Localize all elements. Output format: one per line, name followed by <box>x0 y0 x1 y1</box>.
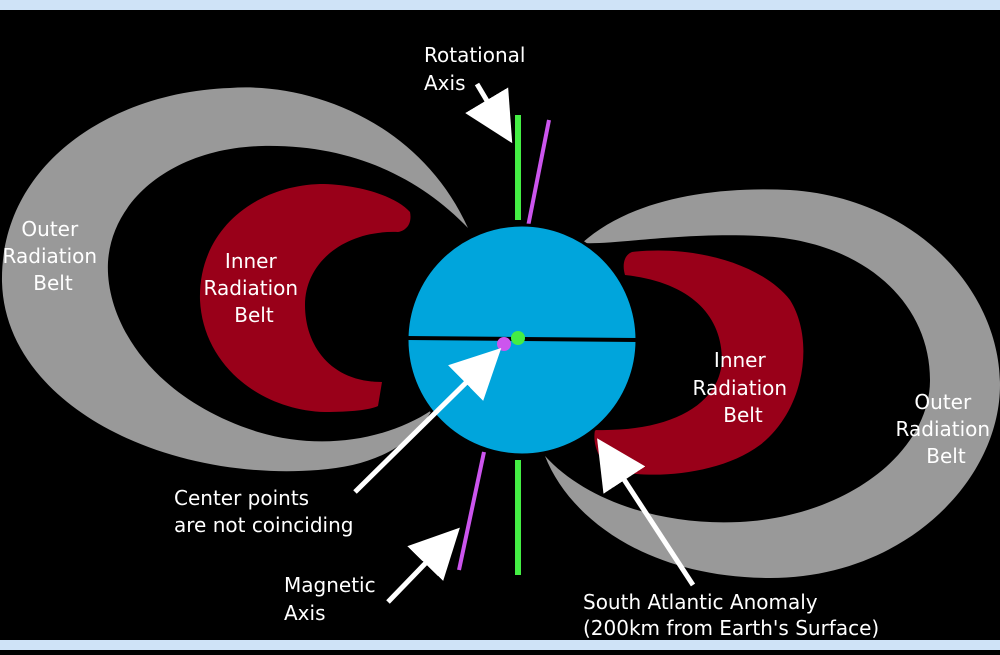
label-center-points: Center points are not coinciding <box>174 486 353 537</box>
top-frame-bar <box>0 0 1000 10</box>
label-inner-belt-right: Inner Radiation Belt <box>693 348 794 427</box>
inner-belt-right <box>594 250 804 475</box>
arrow-south-atlantic-anomaly <box>597 438 696 587</box>
arrow-magnetic-axis <box>386 527 460 604</box>
label-rotational-axis: Rotational Axis <box>424 43 532 95</box>
outer-belt-left <box>1 87 468 472</box>
magnetic-axis-bottom <box>457 451 486 571</box>
outer-belt-right <box>545 189 1000 578</box>
label-south-atlantic-anomaly: South Atlantic Anomaly (200km from Earth… <box>583 590 879 640</box>
bottom-frame-bar <box>0 640 1000 650</box>
rotational-center-point <box>511 331 525 345</box>
label-inner-belt-left: Inner Radiation Belt <box>204 249 305 327</box>
label-outer-belt-right: Outer Radiation Belt <box>896 390 997 468</box>
label-outer-belt-left: Outer Radiation Belt <box>3 217 104 295</box>
arrow-rotational-axis <box>465 82 513 144</box>
label-magnetic-axis: Magnetic Axis <box>284 573 382 625</box>
arrow-center-points <box>353 347 502 494</box>
inner-belt-left <box>199 184 411 412</box>
magnetic-center-point <box>497 337 511 351</box>
